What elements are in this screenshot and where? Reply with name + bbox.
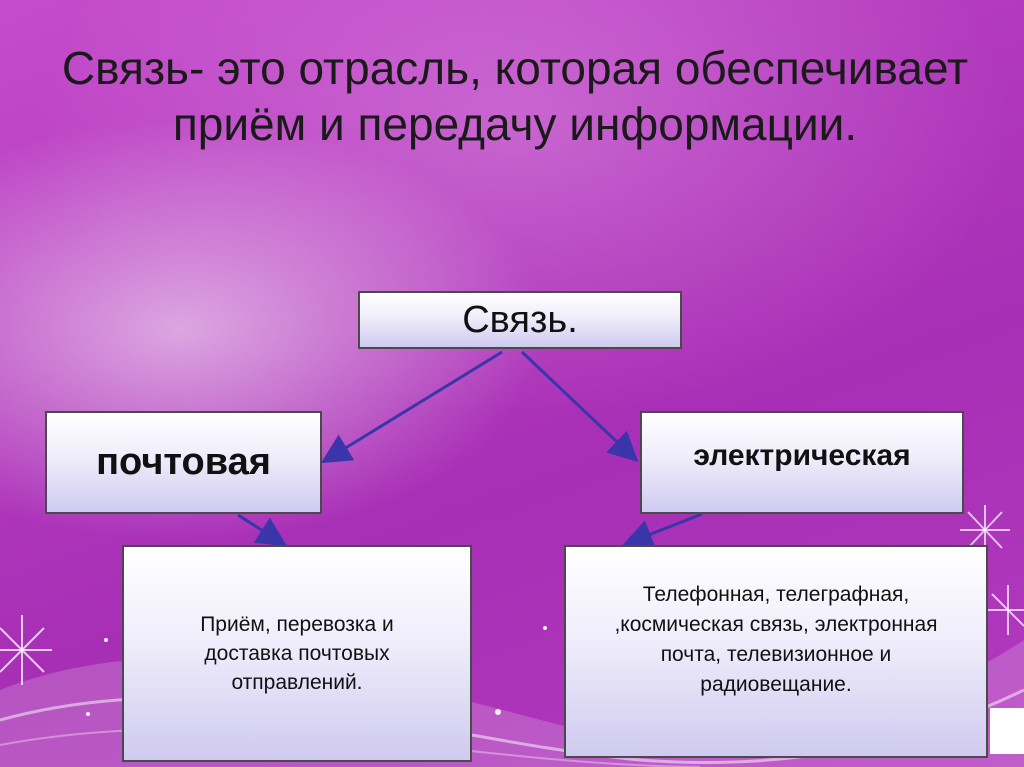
corner-block	[990, 708, 1024, 754]
snowflake-icon	[960, 505, 1010, 555]
postal-description-text: Приём, перевозка и доставка почтовых отп…	[200, 613, 394, 694]
snowflake-icon	[985, 585, 1024, 635]
root-node-label: Связь.	[462, 298, 578, 341]
electric-description-text: Телефонная, телеграфная, ,космическая св…	[614, 582, 938, 696]
snowflake-icon	[0, 615, 52, 685]
electric-node-label: электрическая	[693, 438, 911, 472]
postal-description-box: Приём, перевозка и доставка почтовых отп…	[122, 545, 472, 762]
electric-node-box: электрическая	[640, 411, 964, 514]
arrow-postal-to-desc	[237, 513, 288, 547]
arrow-electric-to-desc	[622, 512, 703, 549]
postal-node-label: почтовая	[96, 441, 271, 483]
sparkle-icon	[86, 626, 547, 716]
electric-description-box: Телефонная, телеграфная, ,космическая св…	[564, 545, 988, 758]
arrow-root-to-postal	[320, 350, 503, 464]
arrow-root-to-electric	[520, 350, 639, 463]
postal-node-box: почтовая	[45, 411, 322, 514]
slide-title: Связь- это отрасль, которая обеспечивает…	[61, 42, 969, 150]
root-node-box: Связь.	[358, 291, 682, 349]
